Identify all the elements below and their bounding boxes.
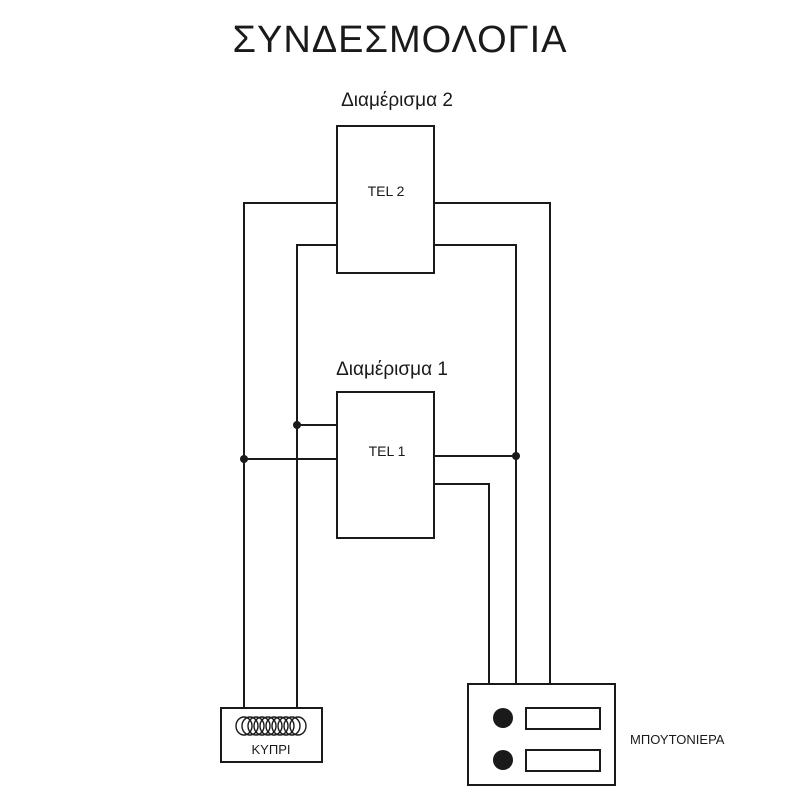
tel-2-box [336,125,435,274]
wire-right-inner [434,244,517,684]
apartment-1-label: Διαμέρισμα 1 [336,359,448,380]
wires [243,202,551,708]
button-panel [467,683,616,786]
doorbell-button-1 [493,708,513,728]
junction-dot [293,421,301,429]
apartment-2-label: Διαμέρισμα 2 [341,90,453,111]
wire-left-inner [296,244,337,708]
diagram-title: ΣΥΝΔΕΣΜΟΛΟΓΙΑ [233,19,568,61]
bell-label: ΚΥΠΡΙ [251,742,290,757]
name-plate-1 [525,707,601,730]
wire-right-outer [434,202,551,684]
bell: ΚΥΠΡΙ [220,707,323,763]
bell-coil-icon [235,716,307,736]
doorbell-button-2 [493,750,513,770]
tel-2-label: TEL 2 [368,183,405,199]
name-plate-2 [525,749,601,772]
wire-left-outer [243,202,337,708]
wire-tel1-right-lower [434,483,490,684]
tel-1-label: TEL 1 [369,443,406,459]
junction-dot [512,452,520,460]
junction-dot [240,455,248,463]
tel-1-box [336,391,435,539]
button-panel-label: ΜΠΟΥΤΟΝΙΕΡΑ [630,732,725,747]
